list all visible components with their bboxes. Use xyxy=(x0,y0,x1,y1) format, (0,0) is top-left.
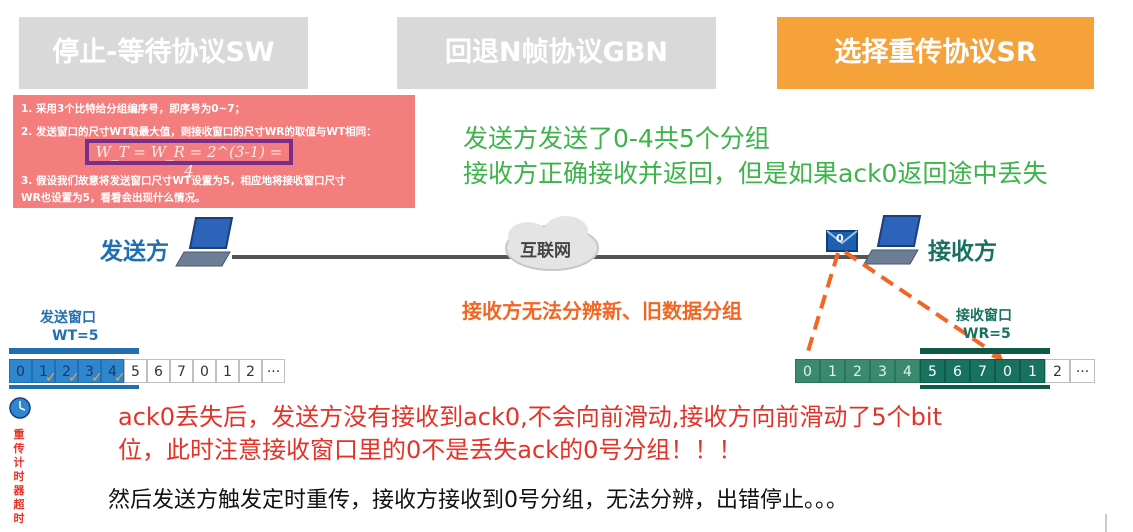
timer-label: 重传计时器超时 xyxy=(11,428,27,526)
green-line-2: 接收方正确接收并返回，但是如果ack0返回途中丢失 xyxy=(463,159,1048,188)
ack-check-icon: ✓ xyxy=(91,370,103,386)
receiver-label: 接收方 xyxy=(928,239,997,265)
tab-stop-and-wait[interactable]: 停止-等待协议SW xyxy=(19,17,308,89)
sequence-cell: 5 xyxy=(124,359,147,383)
internet-cloud-icon xyxy=(505,216,599,271)
note-line-3b: WR也设置为5，看看会出现什么情况。 xyxy=(21,192,206,204)
sequence-cell: 0 xyxy=(193,359,216,383)
envelope-icon xyxy=(826,230,858,252)
sender-window-bracket xyxy=(9,348,139,354)
ambiguity-warning: 接收方无法分辨新、旧数据分组 xyxy=(462,299,742,323)
sequence-cell: 2 xyxy=(845,359,870,383)
conclusion-text: 然后发送方触发定时重传，接收方接收到0号分组，无法分辨，出错停止。。。 xyxy=(108,488,848,513)
sequence-cell: 0 xyxy=(995,359,1020,383)
red-line-1: ack0丢失后，发送方没有接收到ack0,不会向前滑动,接收方向前滑动了5个bi… xyxy=(118,403,942,431)
sequence-cell: 4 xyxy=(895,359,920,383)
sequence-cell: 2 xyxy=(55,359,78,383)
sender-label: 发送方 xyxy=(100,239,169,265)
sender-window-size: WT=5 xyxy=(52,328,99,344)
arrow-to-old-zero xyxy=(804,252,840,359)
receiver-window-bracket-bottom xyxy=(920,385,1050,389)
arrow-to-receiver-window xyxy=(843,250,1002,359)
note-line-2: 2. 发送窗口的尺寸WT取最大值，则接收窗口的尺寸WR的取值与WT相同： xyxy=(21,126,377,138)
sequence-cell: 3 xyxy=(870,359,895,383)
sequence-cell: 7 xyxy=(970,359,995,383)
receiver-window-size: WR=5 xyxy=(963,326,1011,342)
sequence-cell: 6 xyxy=(945,359,970,383)
timer-label-char: 超 xyxy=(13,498,25,511)
note-line-3a: 3. 假设我们故意将发送窗口尺寸WT设置为5，相应地将接收窗口尺寸 xyxy=(21,175,346,187)
green-line-1: 发送方发送了0-4共5个分组 xyxy=(463,124,770,153)
sequence-cell: 4 xyxy=(101,359,124,383)
sequence-cell: 7 xyxy=(170,359,193,383)
sequence-cell: 1 xyxy=(820,359,845,383)
sequence-cell: 3 xyxy=(78,359,101,383)
window-size-formula: W_T = W_R = 2^(3-1) = 4 xyxy=(85,139,293,180)
ack-check-icon: ✓ xyxy=(114,370,126,386)
timer-label-char: 器 xyxy=(13,484,25,497)
timer-label-char: 时 xyxy=(13,512,25,525)
envelope-label: 0 xyxy=(836,232,844,245)
sender-window-title: 发送窗口 xyxy=(40,310,96,326)
timer-label-char: 重 xyxy=(13,428,25,441)
sender-window-bracket-bottom xyxy=(9,385,139,389)
internet-label: 互联网 xyxy=(520,241,571,261)
tab-go-back-n[interactable]: 回退N帧协议GBN xyxy=(397,17,716,89)
timer-label-char: 计 xyxy=(13,456,25,469)
timer-clock-icon xyxy=(9,397,31,419)
ack-check-icon: ✓ xyxy=(45,370,57,386)
tab-selective-repeat[interactable]: 选择重传协议SR xyxy=(777,17,1094,89)
sequence-cell: ··· xyxy=(262,359,285,383)
timer-label-char: 时 xyxy=(13,470,25,483)
receiver-window-bracket xyxy=(920,348,1050,354)
sequence-cell: 2 xyxy=(239,359,262,383)
arrow-head-receiver xyxy=(991,348,1004,362)
timer-label-char: 传 xyxy=(13,442,25,455)
sequence-cell: 5 xyxy=(920,359,945,383)
sequence-cell: ··· xyxy=(1070,359,1095,383)
sequence-cell: 1 xyxy=(1020,359,1045,383)
sequence-cell: 0 xyxy=(795,359,820,383)
red-line-2: 位，此时注意接收窗口里的0不是丢失ack的0号分组！！！ xyxy=(118,436,743,464)
note-line-1: 1. 采用3个比特给分组编序号，即序号为0~7； xyxy=(21,103,246,115)
receiver-window-title: 接收窗口 xyxy=(956,308,1012,324)
receiver-laptop-icon xyxy=(863,215,922,265)
sequence-cell: 2 xyxy=(1045,359,1070,383)
ack-check-icon: ✓ xyxy=(68,370,80,386)
sender-laptop-icon xyxy=(175,217,234,267)
sequence-cell: 0 xyxy=(9,359,32,383)
sequence-cell: 1 xyxy=(216,359,239,383)
sequence-cell: 1 xyxy=(32,359,55,383)
formula-text: W_T = W_R = 2^(3-1) = 4 xyxy=(95,143,283,180)
notes-box: 1. 采用3个比特给分组编序号，即序号为0~7； 2. 发送窗口的尺寸WT取最大… xyxy=(13,95,415,208)
sequence-cell: 6 xyxy=(147,359,170,383)
